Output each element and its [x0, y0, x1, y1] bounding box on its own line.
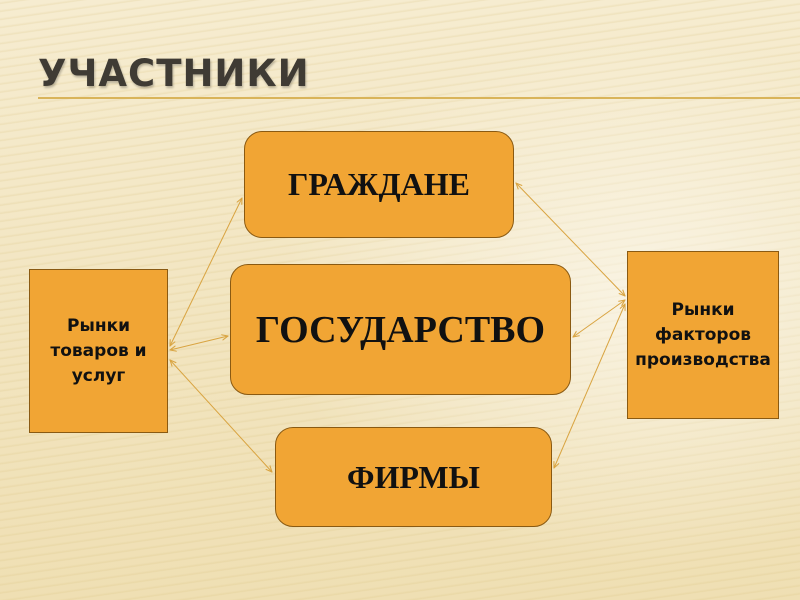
- arrow-goods-firms: [170, 360, 272, 472]
- node-firms: ФИРМЫ: [275, 427, 552, 527]
- arrow-state-factors: [573, 300, 625, 337]
- arrow-firms-factors: [554, 304, 625, 468]
- node-goods-market: Рынки товаров и услуг: [29, 269, 168, 433]
- arrow-citizens-factors: [516, 183, 625, 296]
- title-underline: [38, 97, 800, 99]
- arrow-goods-state: [170, 336, 228, 350]
- arrow-goods-citizens: [170, 198, 242, 346]
- slide-title: УЧАСТНИКИ: [38, 52, 310, 95]
- node-factors-market: Рынки факторов производства: [627, 251, 779, 419]
- node-citizens: ГРАЖДАНЕ: [244, 131, 514, 238]
- node-state: ГОСУДАРСТВО: [230, 264, 571, 395]
